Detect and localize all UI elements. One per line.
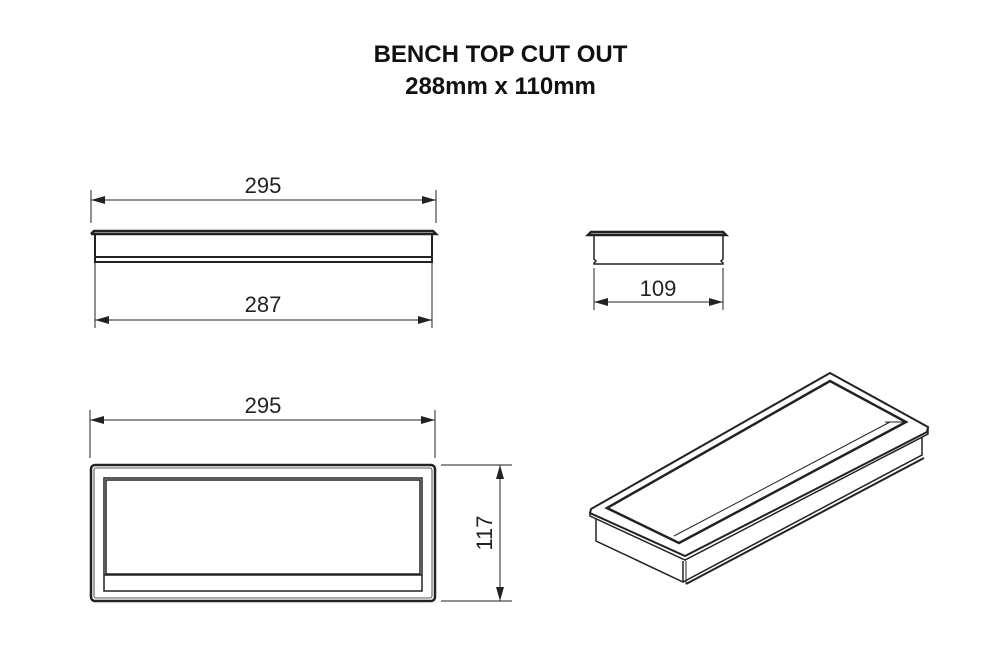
front-elevation-view: 295 287 bbox=[90, 173, 440, 328]
cutout-dimensions: 288mm x 110mm bbox=[405, 73, 596, 100]
plan-view: 295 117 bbox=[89, 393, 512, 603]
plan-height-label: 117 bbox=[472, 515, 497, 550]
front-bottom-width-label: 287 bbox=[245, 292, 282, 317]
side-width-label: 109 bbox=[640, 276, 677, 301]
drawing-title: BENCH TOP CUT OUT bbox=[373, 41, 628, 68]
side-elevation-view: 109 bbox=[584, 230, 730, 310]
front-top-width-label: 295 bbox=[245, 173, 282, 198]
plan-width-label: 295 bbox=[245, 393, 282, 418]
isometric-view bbox=[588, 371, 930, 585]
